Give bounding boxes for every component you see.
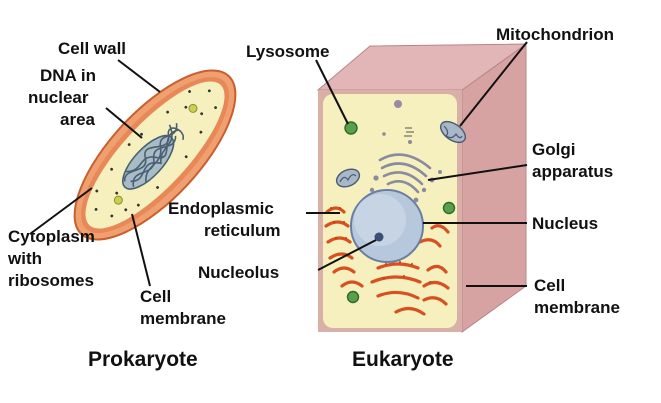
label-prokaryote-membrane-line1: Cell xyxy=(140,287,171,306)
prokaryote-cell xyxy=(73,69,237,241)
dna-leader xyxy=(105,107,143,139)
prokaryote-dna xyxy=(122,123,184,190)
mitochondrion-leader xyxy=(459,41,528,127)
cytoplasm-leader xyxy=(29,187,93,235)
label-dna-line2: nuclear xyxy=(28,88,89,107)
prokaryote-ribosomes xyxy=(94,89,218,218)
label-nucleolus: Nucleolus xyxy=(198,263,279,282)
label-cytoplasm-line3: ribosomes xyxy=(8,271,94,290)
prokaryote-leader-lines xyxy=(29,59,161,287)
lysosome xyxy=(344,121,358,135)
small-particles xyxy=(404,127,414,137)
lysosome-tertiary xyxy=(346,290,360,304)
endoplasmic-reticulum xyxy=(324,206,450,316)
golgi-vesicles xyxy=(369,132,442,203)
prokaryote-membrane-leader xyxy=(131,213,151,287)
lysosome-secondary xyxy=(442,201,456,215)
eukaryote-cell xyxy=(316,43,528,333)
prokaryote-granule xyxy=(188,103,198,113)
label-dna-line1: DNA in xyxy=(40,66,96,85)
mitochondrion xyxy=(439,120,467,144)
label-eukaryote-membrane-line1: Cell xyxy=(534,276,565,295)
label-nucleus: Nucleus xyxy=(532,214,598,233)
label-dna-line3: area xyxy=(60,110,96,129)
cell-wall-leader xyxy=(117,59,161,93)
eukaryote-leader-lines xyxy=(306,41,528,287)
nucleolus-leader xyxy=(317,239,377,271)
prokaryote-granule xyxy=(113,195,123,205)
label-eukaryote-membrane-line2: membrane xyxy=(534,298,620,317)
golgi-apparatus xyxy=(378,153,432,194)
label-mitochondrion: Mitochondrion xyxy=(496,25,614,44)
label-prokaryote-membrane-line2: membrane xyxy=(140,309,226,328)
label-lysosome: Lysosome xyxy=(246,42,329,61)
label-er-line1: Endoplasmic xyxy=(168,199,274,218)
eukaryote-side-face xyxy=(461,43,527,333)
lysosome-leader xyxy=(315,59,349,125)
label-er-line2: reticulum xyxy=(204,221,281,240)
golgi-leader xyxy=(427,164,528,181)
label-golgi-line1: Golgi xyxy=(532,140,575,159)
er-ribosome-dots xyxy=(330,207,431,283)
nucleus-inner-shade xyxy=(354,194,406,246)
label-cytoplasm-line2: with xyxy=(7,249,42,268)
mitochondrion-secondary xyxy=(335,168,361,188)
label-cytoplasm-line1: Cytoplasm xyxy=(8,227,95,246)
label-cell-wall: Cell wall xyxy=(58,39,126,58)
caption-eukaryote: Eukaryote xyxy=(352,348,454,371)
nucleolus xyxy=(374,232,384,242)
vesicle xyxy=(394,100,402,108)
caption-prokaryote: Prokaryote xyxy=(88,348,198,371)
label-golgi-line2: apparatus xyxy=(532,162,613,181)
